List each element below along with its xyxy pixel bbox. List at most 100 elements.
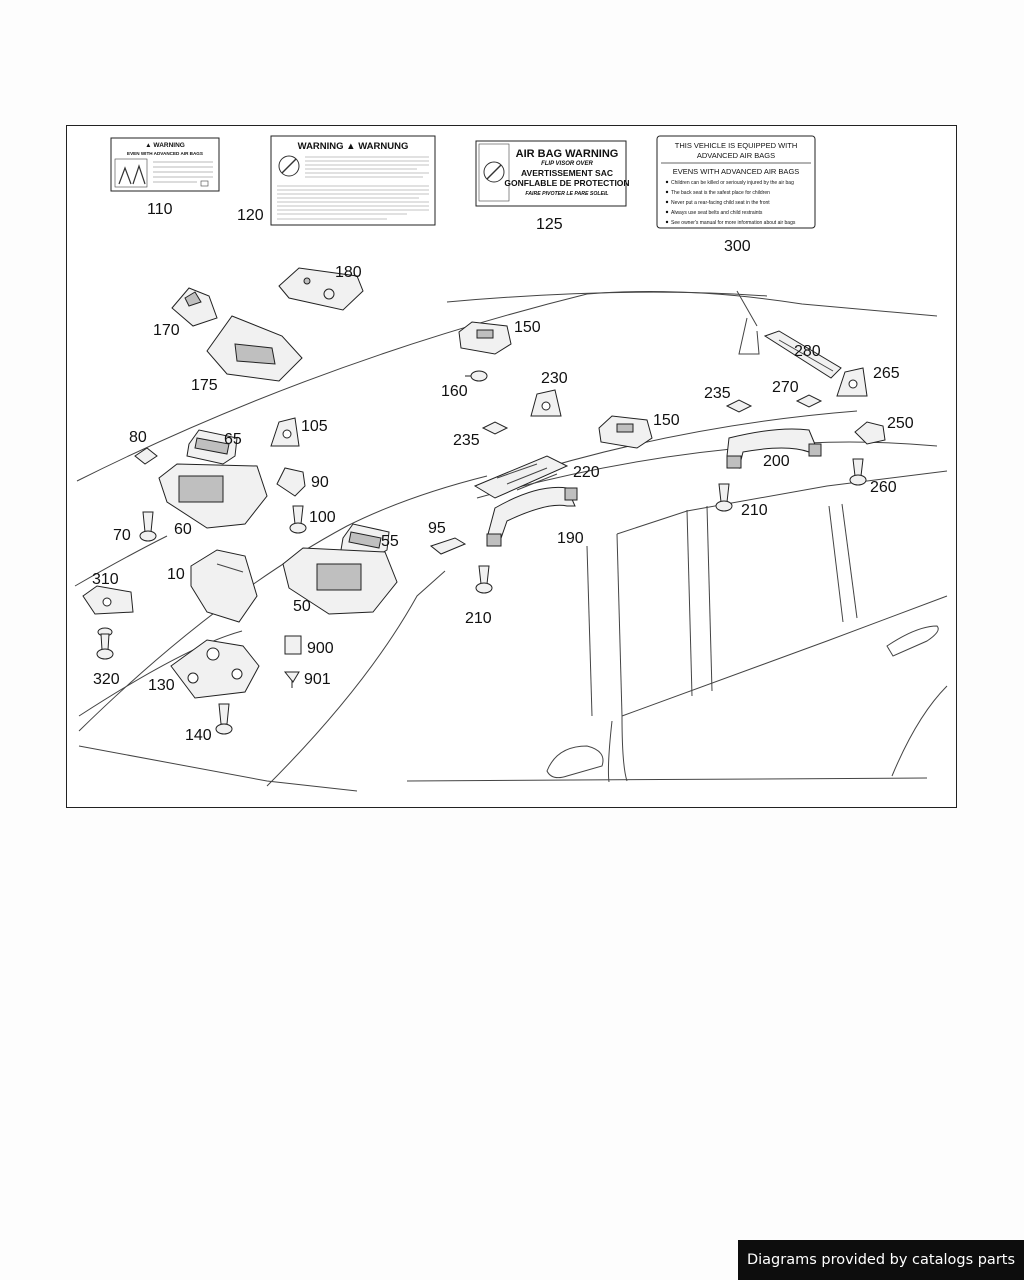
label-110-warning-sticker: ▲ WARNING EVEN WITH ADVANCED AIR BAGS xyxy=(110,137,220,192)
label-300-line3: EVENS WITH ADVANCED AIR BAGS xyxy=(673,167,800,176)
callout-90: 90 xyxy=(311,474,329,491)
part-235b-clip xyxy=(725,399,753,413)
label-300-bullet-4: Always use seat belts and child restrain… xyxy=(671,210,763,216)
label-300-bullet-3: Never put a rear-facing child seat in th… xyxy=(671,200,770,206)
label-120-title: WARNING ▲ WARNUNG xyxy=(298,141,409,152)
callout-901: 901 xyxy=(304,671,331,688)
footer-credit-banner: Diagrams provided by catalogs parts xyxy=(738,1240,1024,1280)
callout-100: 100 xyxy=(309,509,336,526)
part-60-sun-visor xyxy=(158,463,268,529)
label-300-bullet-2: The back seat is the safest place for ch… xyxy=(671,190,770,196)
part-901-pin xyxy=(283,671,300,688)
callout-300: 300 xyxy=(724,238,751,255)
part-160-bulb xyxy=(465,370,488,382)
callout-140: 140 xyxy=(185,727,212,744)
part-265-bracket xyxy=(836,367,868,397)
callout-180: 180 xyxy=(335,264,362,281)
callout-220: 220 xyxy=(573,464,600,481)
callout-105: 105 xyxy=(301,418,328,435)
label-125-line5: FAIRE PIVOTER LE PARE SOLEIL xyxy=(525,191,608,197)
label-125-air-bag-warning-sticker: AIR BAG WARNING FLIP VISOR OVER AVERTISS… xyxy=(475,140,630,207)
label-300-advanced-airbags-sticker: THIS VEHICLE IS EQUIPPED WITH ADVANCED A… xyxy=(656,135,816,229)
part-270-clip xyxy=(795,394,823,408)
part-100-screw xyxy=(289,505,307,534)
part-150-lamp xyxy=(458,321,512,355)
part-65-mirror xyxy=(186,429,238,465)
callout-310: 310 xyxy=(92,571,119,588)
callout-130: 130 xyxy=(148,677,175,694)
label-120-warning-warnung-sticker: WARNING ▲ WARNUNG xyxy=(270,135,436,226)
callout-270: 270 xyxy=(772,379,799,396)
part-80-clip xyxy=(134,447,158,465)
part-140-screw xyxy=(215,703,233,735)
label-300-line2: ADVANCED AIR BAGS xyxy=(697,151,775,160)
part-235-clip xyxy=(481,421,509,435)
callout-150-lower: 150 xyxy=(653,412,680,429)
callout-190: 190 xyxy=(557,530,584,547)
callout-120: 120 xyxy=(237,207,264,224)
callout-265: 265 xyxy=(873,365,900,382)
callout-250: 250 xyxy=(887,415,914,432)
callout-280: 280 xyxy=(794,343,821,360)
footer-credit-text: Diagrams provided by catalogs parts xyxy=(746,1252,1016,1268)
callout-170: 170 xyxy=(153,322,180,339)
callout-95: 95 xyxy=(428,520,446,537)
part-900-cap xyxy=(284,635,302,655)
label-300-bullet-list: Children can be killed or seriously inju… xyxy=(665,180,796,226)
parts-diagram: ▲ WARNING EVEN WITH ADVANCED AIR BAGS WA… xyxy=(66,125,957,808)
callout-235-right: 235 xyxy=(704,385,731,402)
callout-210-right: 210 xyxy=(741,502,768,519)
callout-55: 55 xyxy=(381,533,399,550)
callout-320: 320 xyxy=(93,671,120,688)
label-125-line3: AVERTISSEMENT SAC xyxy=(521,168,613,178)
part-320-screw xyxy=(96,627,114,660)
label-110-subtitle: EVEN WITH ADVANCED AIR BAGS xyxy=(127,151,203,156)
part-150b-lamp xyxy=(598,415,653,449)
label-300-bullet-5: See owner's manual for more information … xyxy=(671,220,796,226)
callout-200: 200 xyxy=(763,453,790,470)
callout-110: 110 xyxy=(147,201,173,218)
part-220-trim-strip xyxy=(473,455,569,499)
part-190-grab-handle xyxy=(486,486,578,547)
part-310-clip xyxy=(82,585,134,615)
label-125-line4: GONFLABLE DE PROTECTION xyxy=(504,178,629,188)
part-130-bracket xyxy=(170,639,260,699)
part-280-trim-strip xyxy=(763,330,842,379)
car-body-outline xyxy=(74,290,948,792)
part-250-cap xyxy=(854,421,886,445)
callout-150-upper: 150 xyxy=(514,319,541,336)
callout-900: 900 xyxy=(307,640,334,657)
part-210b-screw xyxy=(475,565,493,594)
part-210a-screw xyxy=(715,483,733,512)
label-300-bullet-1: Children can be killed or seriously inju… xyxy=(671,180,794,186)
label-125-line1: AIR BAG WARNING xyxy=(516,148,619,160)
callout-125: 125 xyxy=(536,216,563,233)
callout-10: 10 xyxy=(167,566,185,583)
part-10-visor-holder xyxy=(190,549,258,623)
part-70-screw xyxy=(139,511,157,542)
callout-230: 230 xyxy=(541,370,568,387)
callout-65: 65 xyxy=(224,431,242,448)
callout-260: 260 xyxy=(870,479,897,496)
part-90-clip xyxy=(276,467,306,497)
callout-175: 175 xyxy=(191,377,218,394)
part-105-bracket xyxy=(270,417,300,447)
label-110-title: ▲ WARNING xyxy=(145,142,185,149)
callout-235-left: 235 xyxy=(453,432,480,449)
callout-70: 70 xyxy=(113,527,131,544)
callout-60: 60 xyxy=(174,521,192,538)
label-125-line2: FLIP VISOR OVER xyxy=(541,161,593,167)
callout-80: 80 xyxy=(129,429,147,446)
part-175-overhead-console xyxy=(206,315,303,382)
part-200-grab-handle xyxy=(726,428,822,469)
label-300-line1: THIS VEHICLE IS EQUIPPED WITH xyxy=(675,141,798,150)
callout-50: 50 xyxy=(293,598,311,615)
part-50-sun-visor xyxy=(282,547,398,615)
part-95-clip xyxy=(429,537,467,555)
part-230-bracket xyxy=(530,389,562,417)
part-170-cover xyxy=(171,287,218,327)
callout-labels: 110 120 125 300 180 170 175 150 160 230 … xyxy=(92,201,914,744)
part-180-bracket xyxy=(278,267,364,311)
callout-160: 160 xyxy=(441,383,468,400)
part-260-screw xyxy=(849,458,867,486)
